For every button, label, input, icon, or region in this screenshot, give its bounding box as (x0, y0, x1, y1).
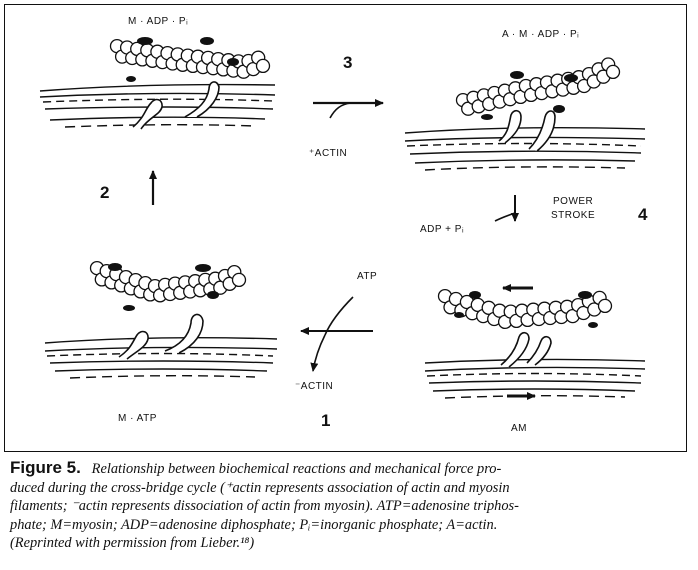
myosin-heads (500, 331, 552, 368)
caption-line-1: Relationship between biochemical reactio… (91, 461, 502, 477)
troponin-blobs (454, 291, 598, 328)
step-4-arrow (494, 195, 519, 222)
caption-line-3: filaments; ⁻actin represents dissociatio… (10, 498, 519, 514)
actin-bead (605, 64, 621, 80)
label-stroke: STROKE (551, 210, 596, 221)
label-actin-dissociation: ⁻ACTIN (295, 381, 334, 392)
troponin-blobs (108, 263, 219, 311)
step-1-arrow (300, 296, 373, 372)
panel-m-adp-pi (39, 37, 276, 130)
actin-filament (455, 57, 621, 116)
troponin-blobs (481, 71, 578, 120)
myosin-heads (132, 81, 220, 130)
actin-filament (109, 38, 271, 79)
actin-filament (437, 288, 613, 330)
step-3-arrow (313, 99, 384, 119)
caption-line-5: (Reprinted with permission from Lieber.¹… (10, 535, 255, 551)
cross-bridge-diagram (39, 37, 646, 400)
caption-label: Figure 5. (10, 458, 81, 477)
myosin-heads (498, 109, 556, 152)
step-number-4: 4 (638, 205, 648, 224)
myosin-thick-filament (424, 358, 646, 399)
panel-a-m-adp-pi (404, 57, 646, 171)
myosin-heads (118, 313, 204, 360)
label-atp: ATP (357, 271, 378, 282)
figure-panel: M · ADP · Pᵢ A · M · ADP · Pᵢ M · ATP AM… (4, 4, 687, 452)
troponin-blobs (126, 37, 239, 82)
state-label-am: AM (511, 423, 527, 434)
panel-m-atp (44, 260, 278, 379)
step-number-1: 1 (321, 411, 331, 430)
figure-caption: Figure 5. Relationship between biochemic… (10, 458, 686, 553)
state-label-m-atp: M · ATP (118, 413, 157, 424)
caption-line-4: phate; M=myosin; ADP=adenosine diphospha… (10, 516, 498, 533)
actin-bead (231, 272, 247, 288)
step-number-2: 2 (100, 183, 110, 202)
myosin-thick-filament (39, 83, 276, 128)
myosin-thick-filament (404, 126, 646, 171)
state-label-m-adp-pi: M · ADP · Pᵢ (128, 16, 189, 27)
label-power: POWER (553, 196, 594, 207)
actin-filament (89, 260, 247, 303)
label-actin-association: ⁺ACTIN (309, 148, 348, 159)
actin-bead (597, 298, 613, 314)
step-number-3: 3 (343, 53, 353, 72)
panel-am (424, 284, 646, 400)
state-label-a-m-adp-pi: A · M · ADP · Pᵢ (502, 29, 580, 40)
myosin-thick-filament (44, 336, 278, 379)
actin-bead (255, 58, 271, 74)
label-adp-pi: ADP + Pᵢ (420, 224, 465, 235)
caption-line-2: duced during the cross-bridge cycle (⁺ac… (10, 479, 510, 496)
